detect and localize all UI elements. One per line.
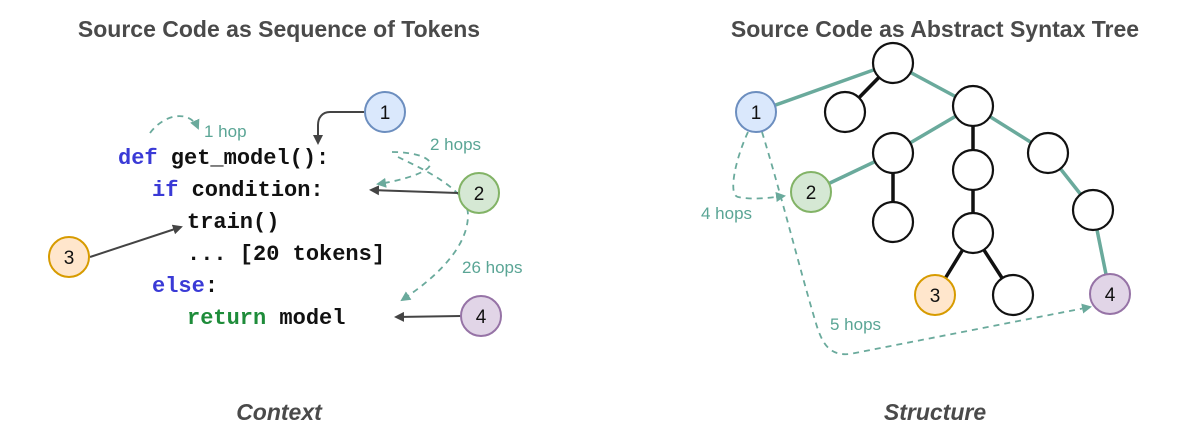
badge-1-left: 1	[364, 91, 406, 133]
badge-3-left: 3	[48, 236, 90, 278]
ast-node	[871, 200, 915, 244]
code-line-def: def get_model():	[118, 146, 329, 171]
badge-1-right: 1	[735, 91, 777, 133]
svg-text:1: 1	[751, 103, 762, 124]
hop-arrow-1	[149, 115, 200, 134]
svg-text:1: 1	[380, 103, 391, 124]
badge-2-right: 2	[790, 171, 832, 213]
ast-nodes	[823, 41, 1115, 317]
code-line-if: if condition:	[152, 178, 324, 203]
svg-text:2: 2	[474, 184, 485, 205]
pointer-arrow-4	[394, 311, 462, 322]
keyword-return: return	[187, 306, 266, 331]
code-else-rest: :	[205, 274, 218, 299]
ast-node	[823, 90, 867, 134]
left-caption: Context	[236, 399, 323, 425]
ast-node	[951, 148, 995, 192]
ast-node-root	[871, 41, 915, 85]
right-caption: Structure	[884, 399, 986, 425]
hop-label-26: 26 hops	[462, 258, 523, 277]
hop-label-5-right: 5 hops	[830, 315, 881, 334]
hop-arrow-5-right	[761, 131, 1092, 356]
hop-label-4-right: 4 hops	[701, 204, 752, 223]
badge-4-right: 4	[1089, 273, 1131, 315]
badge-3-right: 3	[914, 274, 956, 316]
hop-arrow-4-right	[732, 131, 786, 202]
badge-4-left: 4	[460, 295, 502, 337]
code-if-rest: condition:	[178, 178, 323, 203]
code-line-else: else:	[152, 274, 218, 299]
svg-text:3: 3	[930, 286, 941, 307]
code-return-rest: model	[266, 306, 345, 331]
hop-arrow-2	[376, 151, 431, 188]
keyword-if: if	[152, 178, 178, 203]
code-line-train: train()	[187, 210, 279, 235]
svg-text:4: 4	[1105, 285, 1116, 306]
right-panel-title: Source Code as Abstract Syntax Tree	[731, 16, 1139, 42]
code-def-rest: get_model():	[158, 146, 330, 171]
hop-arrow-26	[397, 156, 469, 302]
hop-label-1: 1 hop	[204, 122, 247, 141]
pointer-arrow-2	[369, 185, 459, 196]
ast-node	[1071, 188, 1115, 232]
keyword-def: def	[118, 146, 158, 171]
ast-node	[1026, 131, 1070, 175]
code-line-ellipsis: ... [20 tokens]	[187, 242, 385, 267]
hop-label-2: 2 hops	[430, 135, 481, 154]
ast-node	[991, 273, 1035, 317]
code-snippet: def get_model(): if condition: train() .…	[118, 146, 385, 331]
ast-node	[951, 84, 995, 128]
keyword-else: else	[152, 274, 205, 299]
svg-text:2: 2	[806, 183, 817, 204]
badge-2-left: 2	[458, 172, 500, 214]
pointer-arrow-1	[313, 111, 364, 145]
ast-node	[871, 131, 915, 175]
ast-node	[951, 211, 995, 255]
svg-text:4: 4	[476, 307, 487, 328]
left-panel-title: Source Code as Sequence of Tokens	[78, 16, 480, 42]
code-line-return: return model	[187, 306, 345, 331]
svg-text:3: 3	[64, 248, 75, 269]
pointer-arrow-3	[89, 224, 183, 258]
